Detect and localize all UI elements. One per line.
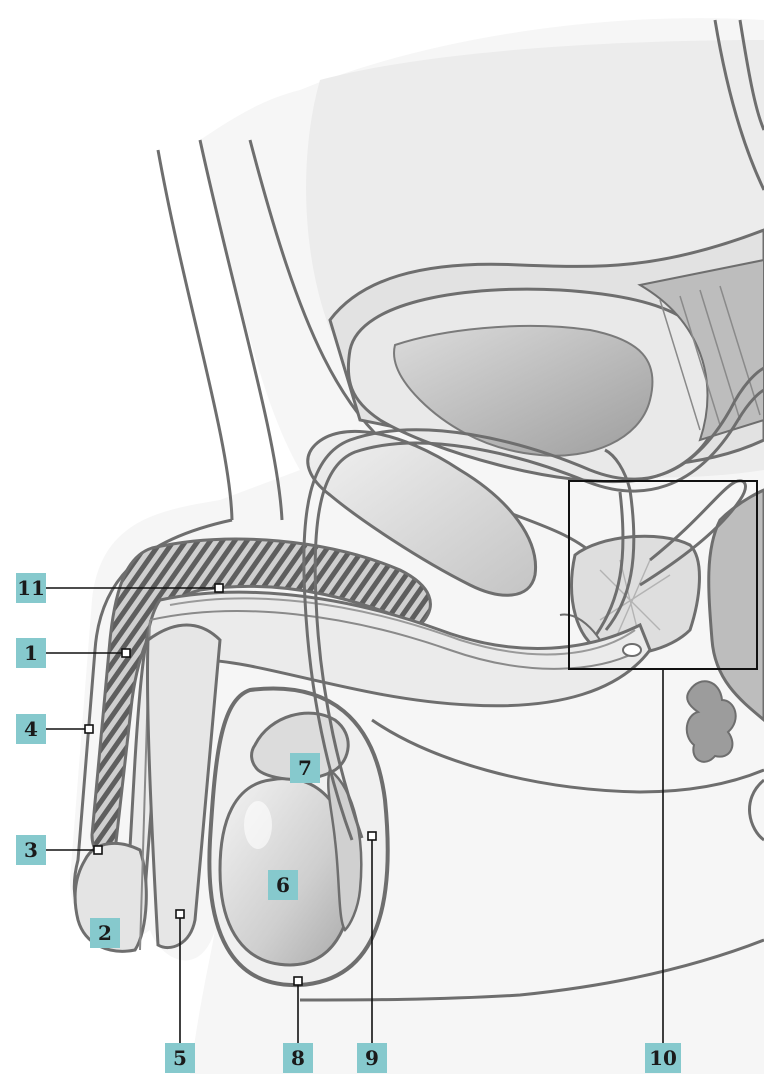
label-5-text: 5 bbox=[173, 1046, 187, 1070]
label-4: 4 bbox=[16, 714, 46, 744]
label-6-text: 6 bbox=[276, 873, 290, 897]
label-8-text: 8 bbox=[291, 1046, 305, 1070]
label-7: 7 bbox=[290, 753, 320, 783]
label-6: 6 bbox=[268, 870, 298, 900]
label-5: 5 bbox=[165, 1043, 195, 1073]
label-10: 10 bbox=[645, 1043, 681, 1073]
label-3-text: 3 bbox=[24, 838, 38, 862]
label-9-text: 9 bbox=[365, 1046, 379, 1070]
label-1: 1 bbox=[16, 638, 46, 668]
label-3: 3 bbox=[16, 835, 46, 865]
label-10-text: 10 bbox=[649, 1046, 677, 1070]
label-1-text: 1 bbox=[24, 641, 38, 665]
label-2: 2 bbox=[90, 918, 120, 948]
label-2-text: 2 bbox=[98, 921, 112, 945]
label-11-text: 11 bbox=[17, 576, 45, 600]
label-7-text: 7 bbox=[298, 756, 312, 780]
label-11: 11 bbox=[16, 573, 46, 603]
label-8: 8 bbox=[283, 1043, 313, 1073]
label-9: 9 bbox=[357, 1043, 387, 1073]
label-4-text: 4 bbox=[24, 717, 38, 741]
